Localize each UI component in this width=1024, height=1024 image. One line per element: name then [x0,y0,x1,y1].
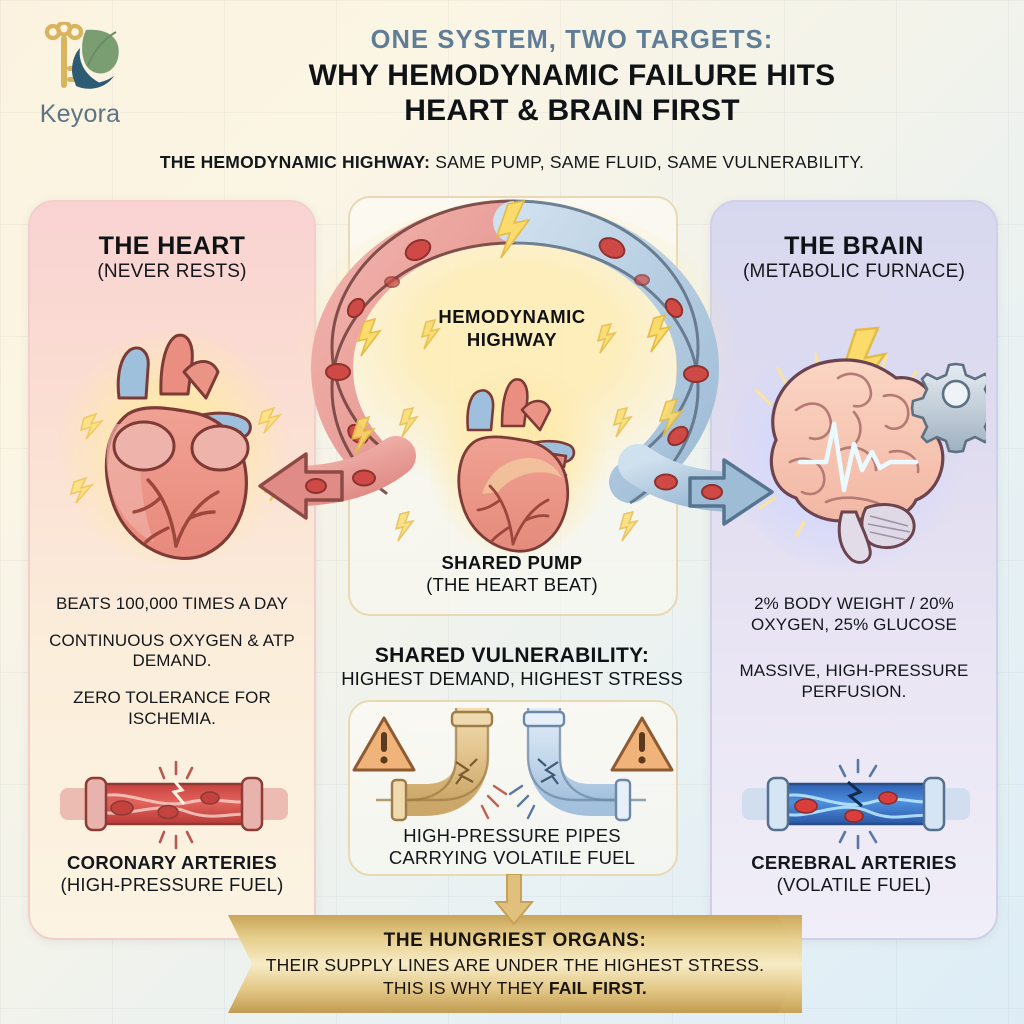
pipes-caption: HIGH-PRESSURE PIPES CARRYING VOLATILE FU… [340,825,684,869]
heart-vessel-caption-line-2: (HIGH-PRESSURE FUEL) [60,874,284,895]
title-block: ONE SYSTEM, TWO TARGETS: WHY HEMODYNAMIC… [150,26,994,128]
heart-fact-1: BEATS 100,000 TIMES A DAY [55,594,289,613]
heart-facts: BEATS 100,000 TIMES A DAY CONTINUOUS OXY… [46,594,298,746]
heart-vessel-caption-line-1: CORONARY ARTERIES [67,852,277,873]
hemodynamic-highway-label: HEMODYNAMIC HIGHWAY [360,305,664,351]
heart-pump-icon [430,366,606,558]
brain-fact-2: MASSIVE, HIGH-PRESSURE PERFUSION. [739,661,969,702]
banner-line-3: THIS IS WHY THEY FAIL FIRST. [383,978,647,999]
banner-line-3-pre: THIS IS WHY THEY [383,977,549,998]
headline-line-1: WHY HEMODYNAMIC FAILURE HITS [308,59,836,93]
page-title: WHY HEMODYNAMIC FAILURE HITS HEART & BRA… [150,59,994,128]
warning-triangle-icon [352,716,416,772]
banner-line-2: THEIR SUPPLY LINES ARE UNDER THE HIGHEST… [265,954,765,975]
highway-label-line-2: HIGHWAY [466,329,558,351]
banner-line-3-bold: FAIL FIRST. [548,977,647,998]
key-leaf-logo-icon [44,22,119,89]
brand-name: Keyora [39,100,121,128]
pump-label-line-1: SHARED PUMP [441,552,583,573]
vulnerability-line-1: SHARED VULNERABILITY: [374,644,650,667]
warning-triangle-icon [610,716,674,772]
cracked-cerebral-artery-icon [742,758,970,850]
brain-icon [730,326,986,570]
blood-vessel-loop-icon [258,199,774,542]
vulnerability-line-2: HIGHEST DEMAND, HIGHEST STRESS [341,668,683,689]
brain-vessel-caption: CEREBRAL ARTERIES (VOLATILE FUEL) [722,852,986,896]
pump-label-line-2: (THE HEART BEAT) [426,574,598,595]
heart-fact-2: CONTINUOUS OXYGEN & ATP DEMAND. [49,630,295,671]
pipes-caption-line-2: CARRYING VOLATILE FUEL [388,847,636,869]
brain-facts: 2% BODY WEIGHT / 20% OXYGEN, 25% GLUCOSE… [728,594,980,719]
cracked-artery-icon [60,760,288,850]
headline-line-2: HEART & BRAIN FIRST [404,93,740,127]
banner-line-1: THE HUNGRIEST ORGANS: [383,929,647,951]
subheading-rest: SAME PUMP, SAME FLUID, SAME VULNERABILIT… [430,152,865,172]
subheading-lead: THE HEMODYNAMIC HIGHWAY: [159,152,431,172]
anatomical-heart-icon [56,320,292,564]
subheading: THE HEMODYNAMIC HIGHWAY: SAME PUMP, SAME… [60,152,964,173]
heart-panel-title: THE HEART [98,232,246,260]
pipes-caption-line-1: HIGH-PRESSURE PIPES [403,825,621,846]
heart-fact-3: ZERO TOLERANCE FOR ISCHEMIA. [73,688,271,728]
brain-vessel-caption-line-1: CEREBRAL ARTERIES [751,852,957,873]
brain-panel-subtitle: (METABOLIC FURNACE) [743,261,965,282]
brain-fact-1: 2% BODY WEIGHT / 20% OXYGEN, 25% GLUCOSE [751,594,957,634]
panel-heart[interactable]: THE HEART (NEVER RESTS) [28,200,316,940]
brain-panel-title: THE BRAIN [784,232,924,260]
heart-panel-subtitle: (NEVER RESTS) [97,261,247,282]
eyebrow-text: ONE SYSTEM, TWO TARGETS: [370,26,774,54]
shared-vulnerability-heading: SHARED VULNERABILITY: HIGHEST DEMAND, HI… [336,644,688,690]
arrow-down-icon [494,874,534,926]
brain-vessel-caption-line-2: (VOLATILE FUEL) [776,874,932,895]
highway-label-line-1: HEMODYNAMIC [438,306,586,327]
heart-vessel-caption: CORONARY ARTERIES (HIGH-PRESSURE FUEL) [40,852,304,896]
shared-pump-label: SHARED PUMP (THE HEART BEAT) [352,552,672,596]
panel-brain[interactable]: THE BRAIN (METABOLIC FURNACE) [710,200,998,940]
cracked-pipes-icon [352,708,674,822]
brand-logo[interactable]: Keyora [22,22,138,134]
banner-content: THE HUNGRIEST ORGANS: THEIR SUPPLY LINES… [228,915,802,1013]
bottom-banner: THE HUNGRIEST ORGANS: THEIR SUPPLY LINES… [228,915,802,1013]
